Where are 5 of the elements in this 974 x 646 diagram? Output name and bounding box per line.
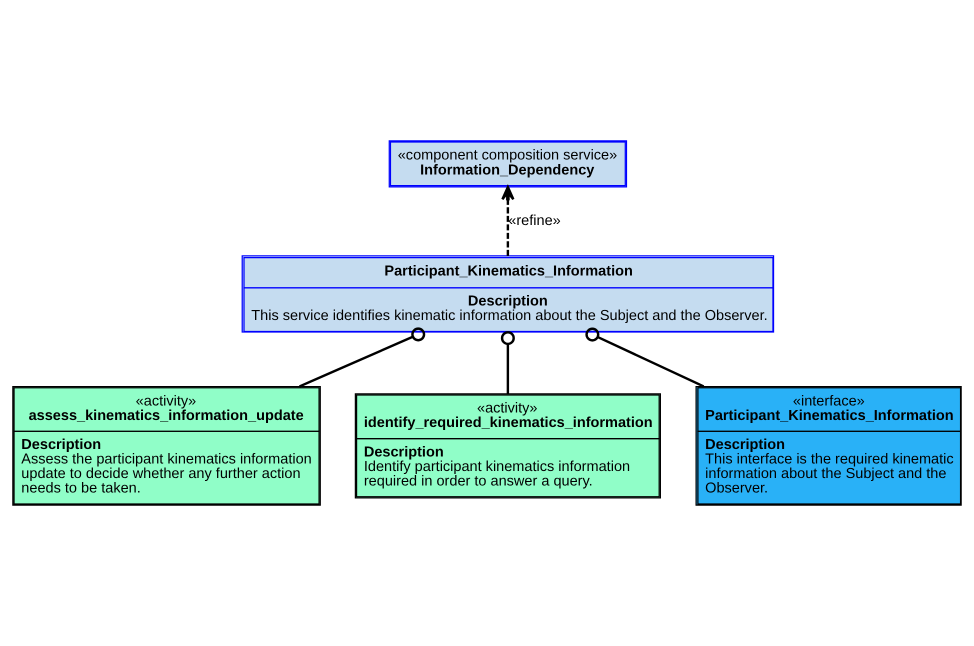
- connector: [585, 328, 704, 388]
- edge-label: «refine»: [508, 213, 561, 230]
- connector: [299, 327, 426, 388]
- arrow: [501, 186, 515, 256]
- connector: [500, 331, 515, 394]
